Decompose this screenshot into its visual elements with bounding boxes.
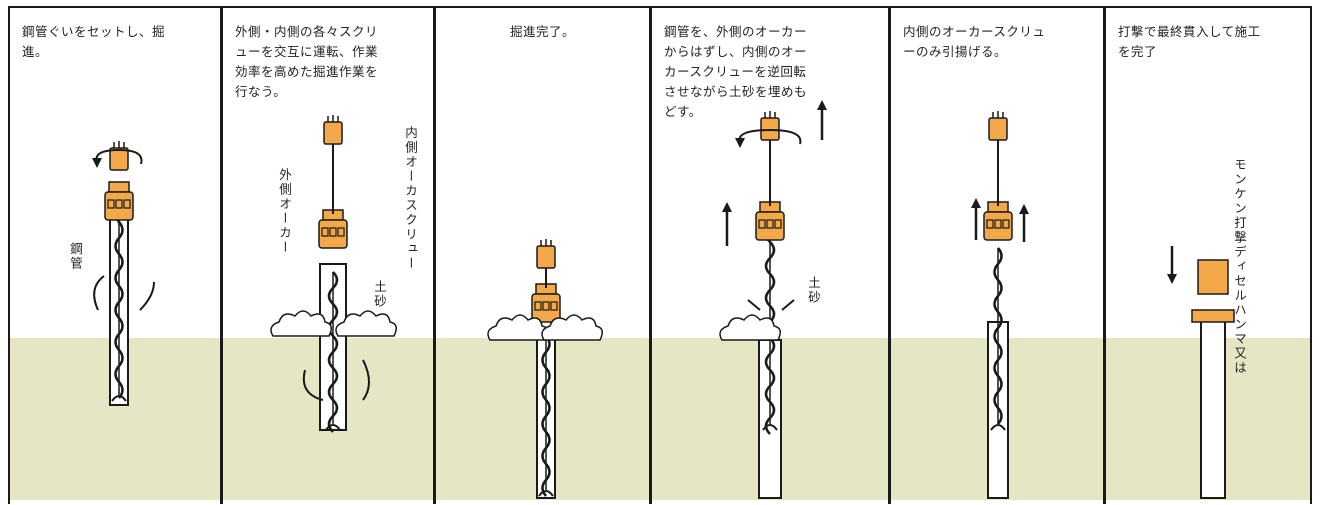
inner-screw-label: 内側オーカスクリュー [403, 126, 418, 271]
drive-window [123, 199, 131, 209]
auger-screw [993, 247, 1003, 425]
outer-auger-label: 外側オーカー [277, 168, 292, 255]
drive-window [534, 301, 542, 311]
arrow-head [1167, 274, 1177, 284]
motor-head [109, 147, 129, 171]
rotation-arrow [362, 359, 370, 401]
drive-unit [531, 293, 561, 323]
left-border [8, 6, 10, 504]
drive-window [542, 301, 550, 311]
rotation-arrow [302, 369, 324, 401]
pipe-label: 鋼管 [68, 242, 83, 271]
motor-head [323, 121, 343, 145]
panel-step-1: 鋼管ぐいをセットし、掘 進。 鋼管 [10, 10, 220, 500]
drive-collar [108, 181, 130, 193]
step-4-caption: 鋼管を、外側のオーカー からはずし、内側のオー カースクリューを逆回転 させなが… [664, 24, 808, 119]
rotation-arrow [95, 148, 143, 165]
panel-divider [888, 6, 891, 504]
soil-mound [487, 314, 549, 341]
cable-connector [540, 239, 552, 246]
right-border [1310, 6, 1312, 504]
drive-window [986, 219, 994, 229]
top-border [8, 6, 1312, 8]
panel-step-6: 打撃で最終貫入して施工 を完了 モンケン打撃ディセルハンマ又は [1106, 10, 1310, 500]
cable-connector [992, 111, 1004, 118]
drop-hammer [1197, 259, 1229, 295]
rotation-arrow [738, 128, 802, 145]
drive-window [321, 227, 329, 237]
motor-head [536, 245, 556, 269]
arrow-head [817, 100, 827, 110]
soil-mound [541, 314, 603, 341]
arrow-head [971, 198, 981, 208]
drive-unit [983, 211, 1013, 241]
auger-bit [325, 424, 341, 431]
drive-window [774, 219, 782, 229]
step-2-caption: 外側・内側の各々スクリ ューを交互に運転、作業 効率を高めた掘進作業を 行なう。 [235, 24, 379, 99]
hammer-label: モンケン打撃ディセルハンマ又は [1232, 158, 1247, 376]
arrow-head [722, 202, 732, 212]
step-5-caption: 内側のオーカースクリュ ーのみ引揚げる。 [903, 24, 1046, 59]
auger-bit [762, 424, 778, 431]
soil-mound [719, 314, 781, 341]
drive-unit [755, 211, 785, 241]
arrow-head [735, 138, 745, 148]
auger-bit [990, 424, 1006, 431]
panel-divider [1103, 6, 1106, 504]
step-6-figure [1167, 246, 1235, 499]
step-5-figure [971, 111, 1029, 499]
panel-step-5: 内側のオーカースクリュ ーのみ引揚げる。 [891, 10, 1103, 500]
drive-unit [104, 191, 134, 221]
drive-window [758, 219, 766, 229]
drive-window [329, 227, 337, 237]
cable-connector [327, 115, 339, 122]
arrow-head [1019, 204, 1029, 214]
drive-window [337, 227, 345, 237]
auger-bit [538, 490, 554, 497]
panel-divider [649, 6, 652, 504]
rotation-arrow [139, 281, 155, 311]
soil-mound [270, 310, 332, 337]
panel-divider [220, 6, 223, 504]
auger-bit [111, 395, 127, 402]
step-2-figure [270, 115, 397, 433]
drive-window [994, 219, 1002, 229]
step-3-caption: 掘進完了。 [510, 24, 576, 39]
step-1-caption: 鋼管ぐいをセットし、掘 進。 [22, 24, 166, 59]
steel-pipe [1200, 319, 1226, 499]
step-6-caption: 打撃で最終貫入して施工 を完了 [1118, 24, 1261, 59]
panel-step-4: 鋼管を、外側のオーカー からはずし、内側のオー カースクリューを逆回転 させなが… [652, 10, 888, 500]
panel-step-2: 外側・内側の各々スクリ ューを交互に運転、作業 効率を高めた掘進作業を 行なう。… [223, 10, 433, 500]
cable-connector [764, 111, 776, 118]
drive-window [766, 219, 774, 229]
panel-step-3: 掘進完了。 [436, 10, 649, 500]
step-3-figure [487, 239, 603, 499]
drive-unit [318, 219, 348, 249]
soil-label: 土砂 [372, 280, 387, 309]
drive-window [1002, 219, 1010, 229]
panel-divider [433, 6, 436, 504]
drive-window [107, 199, 115, 209]
rotation-arrow [93, 275, 105, 311]
step-1-figure [92, 141, 155, 406]
cable-connector [113, 141, 125, 148]
arrow-head [92, 158, 102, 168]
flow-arrow [747, 299, 795, 311]
pile-cap [1191, 309, 1235, 323]
step-4-figure [719, 100, 827, 499]
drive-window [115, 199, 123, 209]
auger-screw [114, 189, 124, 399]
motor-head [988, 117, 1008, 141]
drive-window [550, 301, 558, 311]
soil-mound [335, 310, 397, 337]
soil-label: 土砂 [806, 276, 821, 305]
